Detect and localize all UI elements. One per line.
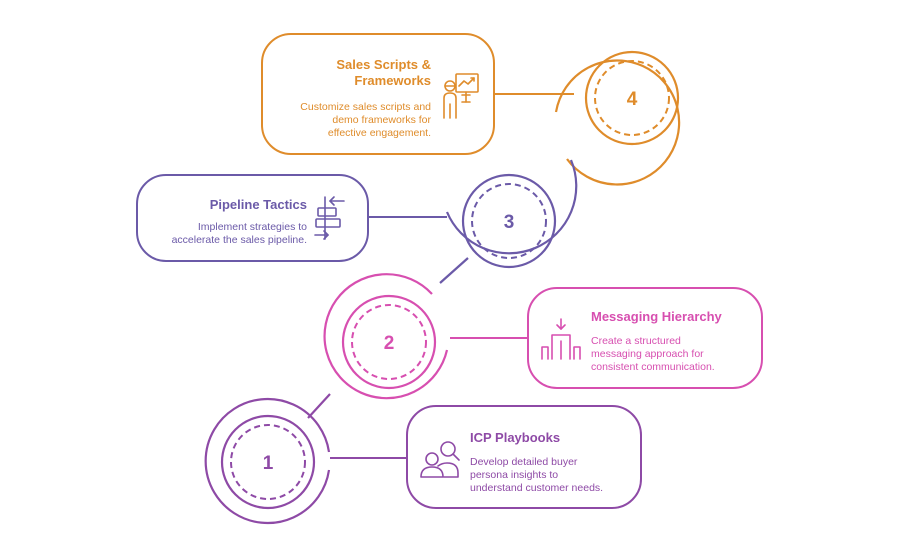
step-1-number: 1: [263, 453, 274, 474]
align-arrows-icon: [314, 196, 345, 240]
step-3-number: 3: [504, 212, 515, 233]
step-4-number: 4: [627, 89, 638, 110]
step-2-description: Create a structured messaging approach f…: [591, 335, 715, 373]
step-3-card: Pipeline Tactics Implement strategies to…: [136, 174, 369, 262]
step-4-description: Customize sales scripts and demo framewo…: [300, 101, 431, 139]
step-3-title: Pipeline Tactics: [209, 197, 307, 212]
presenter-chart-icon: [443, 73, 479, 119]
step-4-card: Sales Scripts & Frameworks Customize sal…: [261, 33, 495, 155]
step-4-ring: [554, 50, 681, 186]
step-1-title: ICP Playbooks: [470, 430, 561, 445]
step-2-card: Messaging Hierarchy Create a structured …: [527, 287, 763, 389]
step-1-card: ICP Playbooks Develop detailed buyer per…: [406, 405, 642, 509]
step-1-description: Develop detailed buyer persona insights …: [470, 456, 604, 494]
step-2-number: 2: [384, 333, 395, 354]
step-1-ring: [204, 397, 331, 525]
step-3-description: Implement strategies to accelerate the s…: [171, 221, 307, 246]
step-2-ring: [307, 273, 449, 419]
step-4-title: Sales Scripts & Frameworks: [336, 57, 431, 88]
hierarchy-arrow-icon: [541, 318, 581, 360]
users-search-icon: [420, 441, 460, 478]
step-3-ring: [439, 159, 578, 284]
step-2-title: Messaging Hierarchy: [591, 309, 722, 324]
